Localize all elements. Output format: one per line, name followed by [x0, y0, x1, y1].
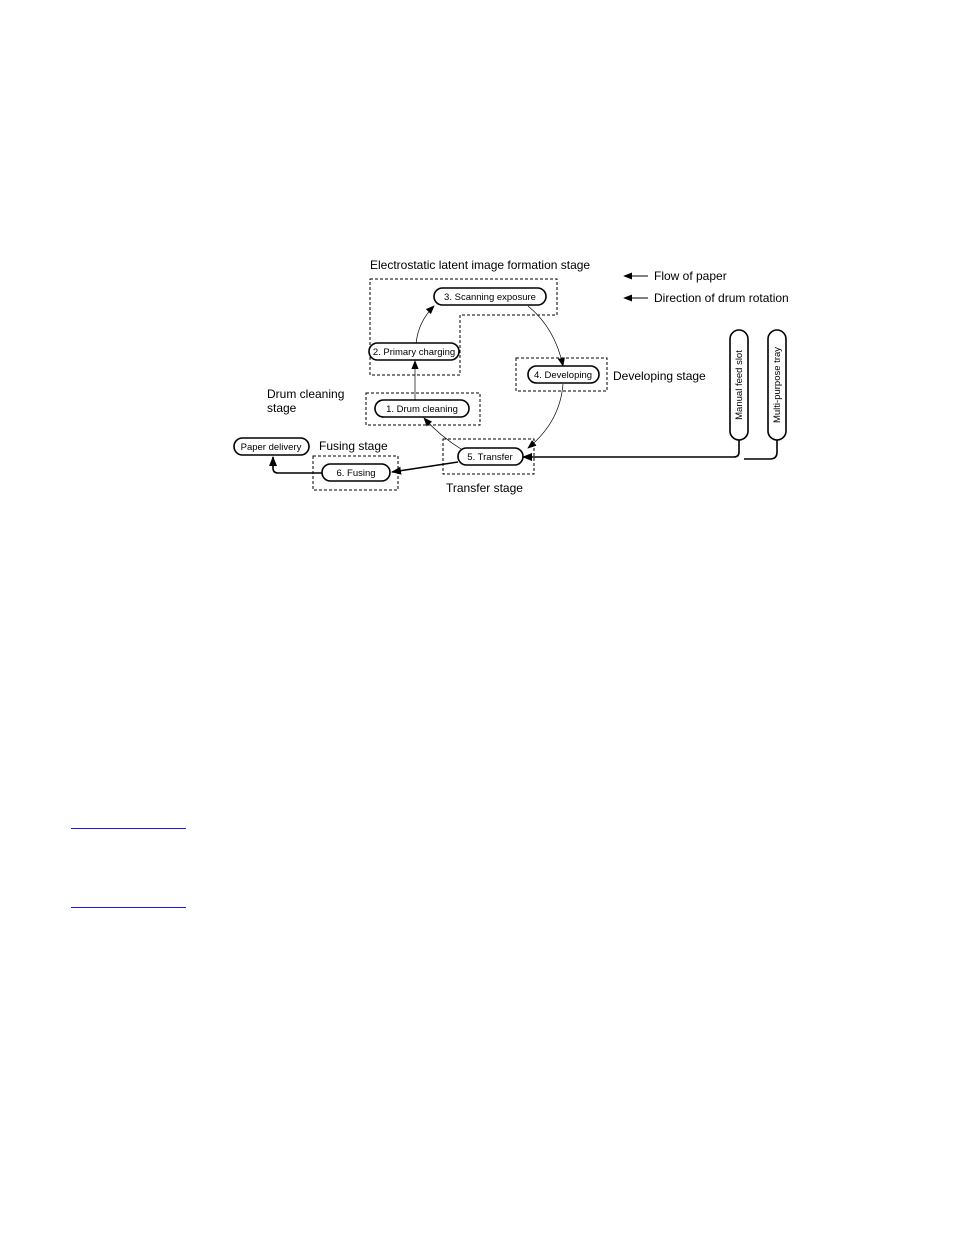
- transfer-label: 5. Transfer: [467, 452, 512, 463]
- step-paper-delivery: Paper delivery: [234, 438, 309, 455]
- legend-flow-of-paper: Flow of paper: [654, 269, 727, 283]
- fusing-label: 6. Fusing: [336, 468, 375, 479]
- legend-drum-rotation: Direction of drum rotation: [654, 291, 789, 305]
- step-transfer: 5. Transfer: [458, 448, 523, 465]
- paper-from-multi-purpose-tray: [744, 440, 777, 459]
- electrostatic-stage-label: Electrostatic latent image formation sta…: [370, 258, 590, 272]
- developing-label: 4. Developing: [534, 370, 592, 381]
- transfer-stage-label: Transfer stage: [446, 481, 523, 495]
- step-scanning-exposure: 3. Scanning exposure: [434, 288, 546, 305]
- drum-cleaning-stage-label: Drum cleaning stage: [267, 387, 348, 415]
- developing-stage-label: Developing stage: [613, 369, 706, 383]
- manual-feed-label: Manual feed slot: [734, 350, 745, 420]
- paper-fusing-to-delivery: [273, 457, 322, 473]
- multi-purpose-label: Multi-purpose tray: [772, 347, 783, 423]
- fusing-stage-label: Fusing stage: [319, 439, 388, 453]
- link-underline-2[interactable]: [71, 907, 186, 908]
- step-developing: 4. Developing: [528, 366, 599, 383]
- rotation-arrow-to-scanning-exposure: [416, 306, 434, 344]
- drum-cleaning-stage-label-line1: Drum cleaning: [267, 387, 344, 401]
- source-multi-purpose-tray: Multi-purpose tray: [768, 330, 786, 440]
- drum-cleaning-label: 1. Drum cleaning: [386, 404, 458, 415]
- source-manual-feed-slot: Manual feed slot: [730, 330, 748, 440]
- link-underline-1[interactable]: [71, 828, 186, 829]
- legend: Flow of paper Direction of drum rotation: [624, 269, 789, 305]
- drum-cleaning-stage-label-line2: stage: [267, 401, 297, 415]
- primary-charging-label: 2. Primary charging: [373, 347, 455, 358]
- step-primary-charging: 2. Primary charging: [369, 343, 459, 360]
- step-fusing: 6. Fusing: [322, 464, 390, 481]
- paper-from-manual-feed: [523, 440, 739, 457]
- step-drum-cleaning: 1. Drum cleaning: [375, 400, 469, 417]
- scanning-exposure-label: 3. Scanning exposure: [444, 292, 536, 303]
- paper-delivery-label: Paper delivery: [241, 442, 302, 453]
- paper-transfer-to-fusing: [392, 462, 458, 472]
- rotation-arrow-to-transfer: [528, 384, 563, 448]
